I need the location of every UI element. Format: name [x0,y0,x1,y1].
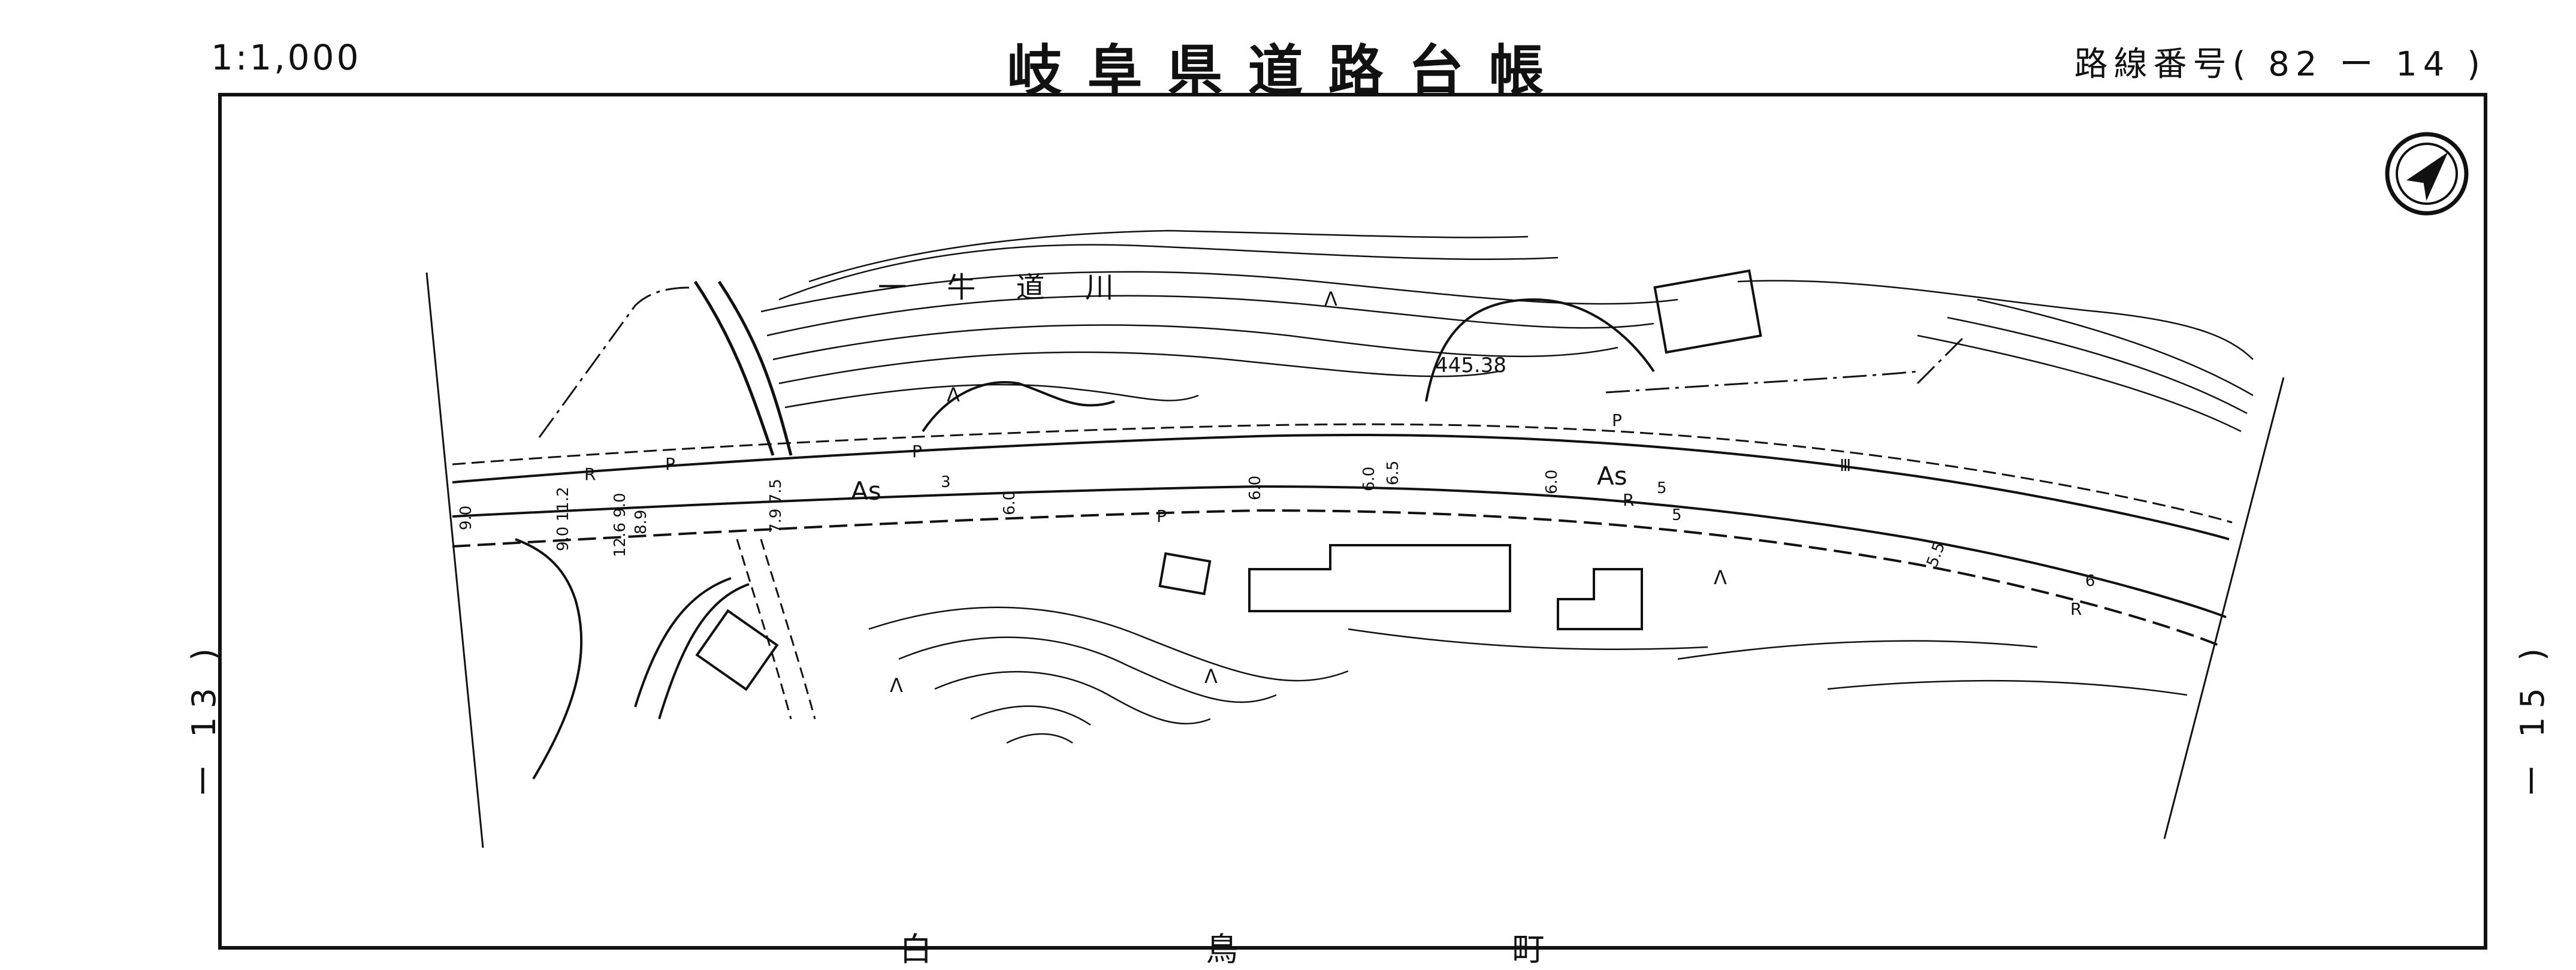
map-symbol: R [1623,490,1635,510]
map-symbol: P [1612,410,1622,430]
road-width-label: 7.9 7.5 [767,479,785,533]
north-arrow-icon [2385,132,2469,216]
road-width-label: 9.0 11.2 [554,486,572,551]
river-label: 一 牛 道 川 [878,271,1130,304]
map-symbol: P [912,442,922,461]
road-width-label: 6.0 [1246,475,1264,500]
river-channel [693,280,816,720]
map-symbol: P [1156,506,1167,526]
road-width-label: 6 [2085,572,2095,590]
map-symbol: P [665,454,675,474]
document-title: 岐阜県道路台帳 [1007,39,1569,103]
road-width-label: 6.0 [1360,466,1378,491]
surface-label: As [851,476,881,506]
elevation-label: 445.38 [1435,353,1506,377]
road-width-label: 12.6 9.0 [611,492,629,557]
route-number: 路線番号( 82 ー 14 ) [2074,45,2486,84]
road-width-label: 6.0 [1543,469,1561,494]
road-map [425,132,2469,848]
map-boundary-left [425,272,484,848]
map-symbol: Λ [890,674,903,697]
main-road [452,423,2233,648]
administrative-boundary [538,286,1967,438]
road-width-label: 5 [1657,479,1667,497]
map-symbol: Λ [1204,665,1218,688]
road-width-label: 9.0 [457,505,475,530]
side-roads [515,298,1655,780]
road-width-label: 6.5 [1384,460,1402,485]
map-scale: 1:1,000 [211,37,361,78]
buildings [695,269,1762,691]
road-width-label: 8.9 [632,509,650,534]
surface-label: As [1597,461,1627,491]
map-symbol: R [2070,599,2082,619]
map-symbol: Ⅲ [1840,455,1852,475]
road-width-label: 3 [941,473,951,491]
map-boundary-right [2163,377,2285,839]
map-symbol: R [584,464,596,484]
map-symbol: Λ [947,383,960,406]
map-symbol: Λ [1714,566,1727,589]
contour-lines-south [868,606,2188,744]
road-width-label: 6.0 [1001,490,1019,515]
road-width-label: 5 [1672,506,1682,524]
map-symbol: Λ [1324,288,1337,310]
contour-lines-north [760,229,2254,433]
